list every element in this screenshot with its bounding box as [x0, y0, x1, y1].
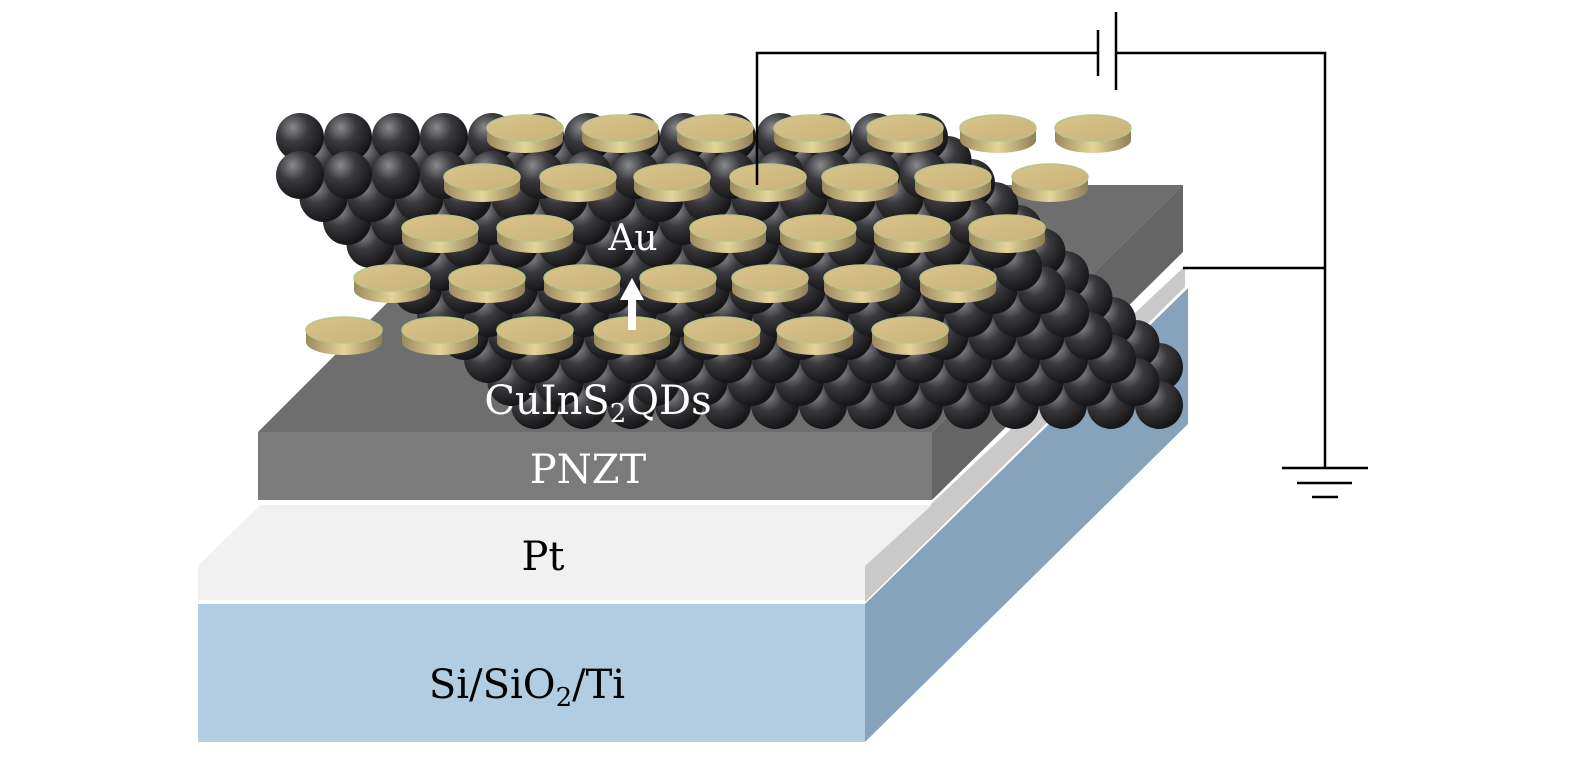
- quantum-dot: [372, 151, 420, 199]
- au-electrode-array: [305, 114, 1132, 355]
- au-electrode: [776, 316, 854, 355]
- au-electrode: [353, 264, 431, 303]
- au-electrode: [401, 316, 479, 355]
- au-electrode: [731, 264, 809, 303]
- qds-label-sub: 2: [610, 399, 627, 429]
- quantum-dot: [324, 151, 372, 199]
- au-electrode: [486, 114, 564, 153]
- pnzt-label: PNZT: [530, 447, 647, 493]
- circuit: [755, 12, 1368, 499]
- au-electrode: [914, 163, 992, 202]
- substrate-label: Si/SiO2/Ti: [429, 662, 625, 713]
- qds-label-main: CuInS: [484, 378, 609, 424]
- au-electrode: [543, 264, 621, 303]
- au-electrode: [689, 214, 767, 253]
- au-electrode: [443, 163, 521, 202]
- au-electrode: [873, 214, 951, 253]
- wire-top: [755, 51, 1098, 185]
- wire-right: [1116, 51, 1327, 468]
- substrate-label-b: /Ti: [572, 662, 625, 708]
- substrate-front: [198, 604, 865, 742]
- au-electrode: [581, 114, 659, 153]
- au-electrode: [539, 163, 617, 202]
- au-electrode: [633, 163, 711, 202]
- quantum-dot: [324, 113, 372, 161]
- au-electrode: [639, 264, 717, 303]
- quantum-dot: [420, 113, 468, 161]
- au-electrode: [968, 214, 1046, 253]
- pt-label: Pt: [522, 534, 565, 580]
- up-arrow-icon: [620, 278, 644, 330]
- substrate-label-a: Si/SiO: [429, 662, 556, 708]
- au-electrode: [821, 163, 899, 202]
- pnzt-front: [258, 432, 932, 500]
- au-electrode: [866, 114, 944, 153]
- pt-front: [198, 505, 932, 600]
- au-electrode: [305, 316, 383, 355]
- au-electrode: [676, 114, 754, 153]
- au-electrode: [401, 214, 479, 253]
- ground-icon: [1282, 466, 1368, 499]
- au-electrode: [871, 316, 949, 355]
- au-electrode: [448, 264, 526, 303]
- substrate-label-sub: 2: [556, 683, 573, 713]
- qds-label-tail: QDs: [626, 378, 711, 424]
- au-electrode: [729, 163, 807, 202]
- au-electrode: [823, 264, 901, 303]
- au-electrode: [496, 316, 574, 355]
- au-electrode: [779, 214, 857, 253]
- au-electrode: [773, 114, 851, 153]
- qds-label: CuInS2QDs: [484, 378, 711, 429]
- au-electrode: [919, 264, 997, 303]
- au-electrode: [683, 316, 761, 355]
- quantum-dot: [276, 151, 324, 199]
- quantum-dot: [372, 113, 420, 161]
- au-label: Au: [607, 218, 657, 259]
- au-electrode: [1011, 163, 1089, 202]
- au-electrode: [1054, 114, 1132, 153]
- au-electrode: [496, 214, 574, 253]
- au-electrode: [959, 114, 1037, 153]
- quantum-dot: [276, 113, 324, 161]
